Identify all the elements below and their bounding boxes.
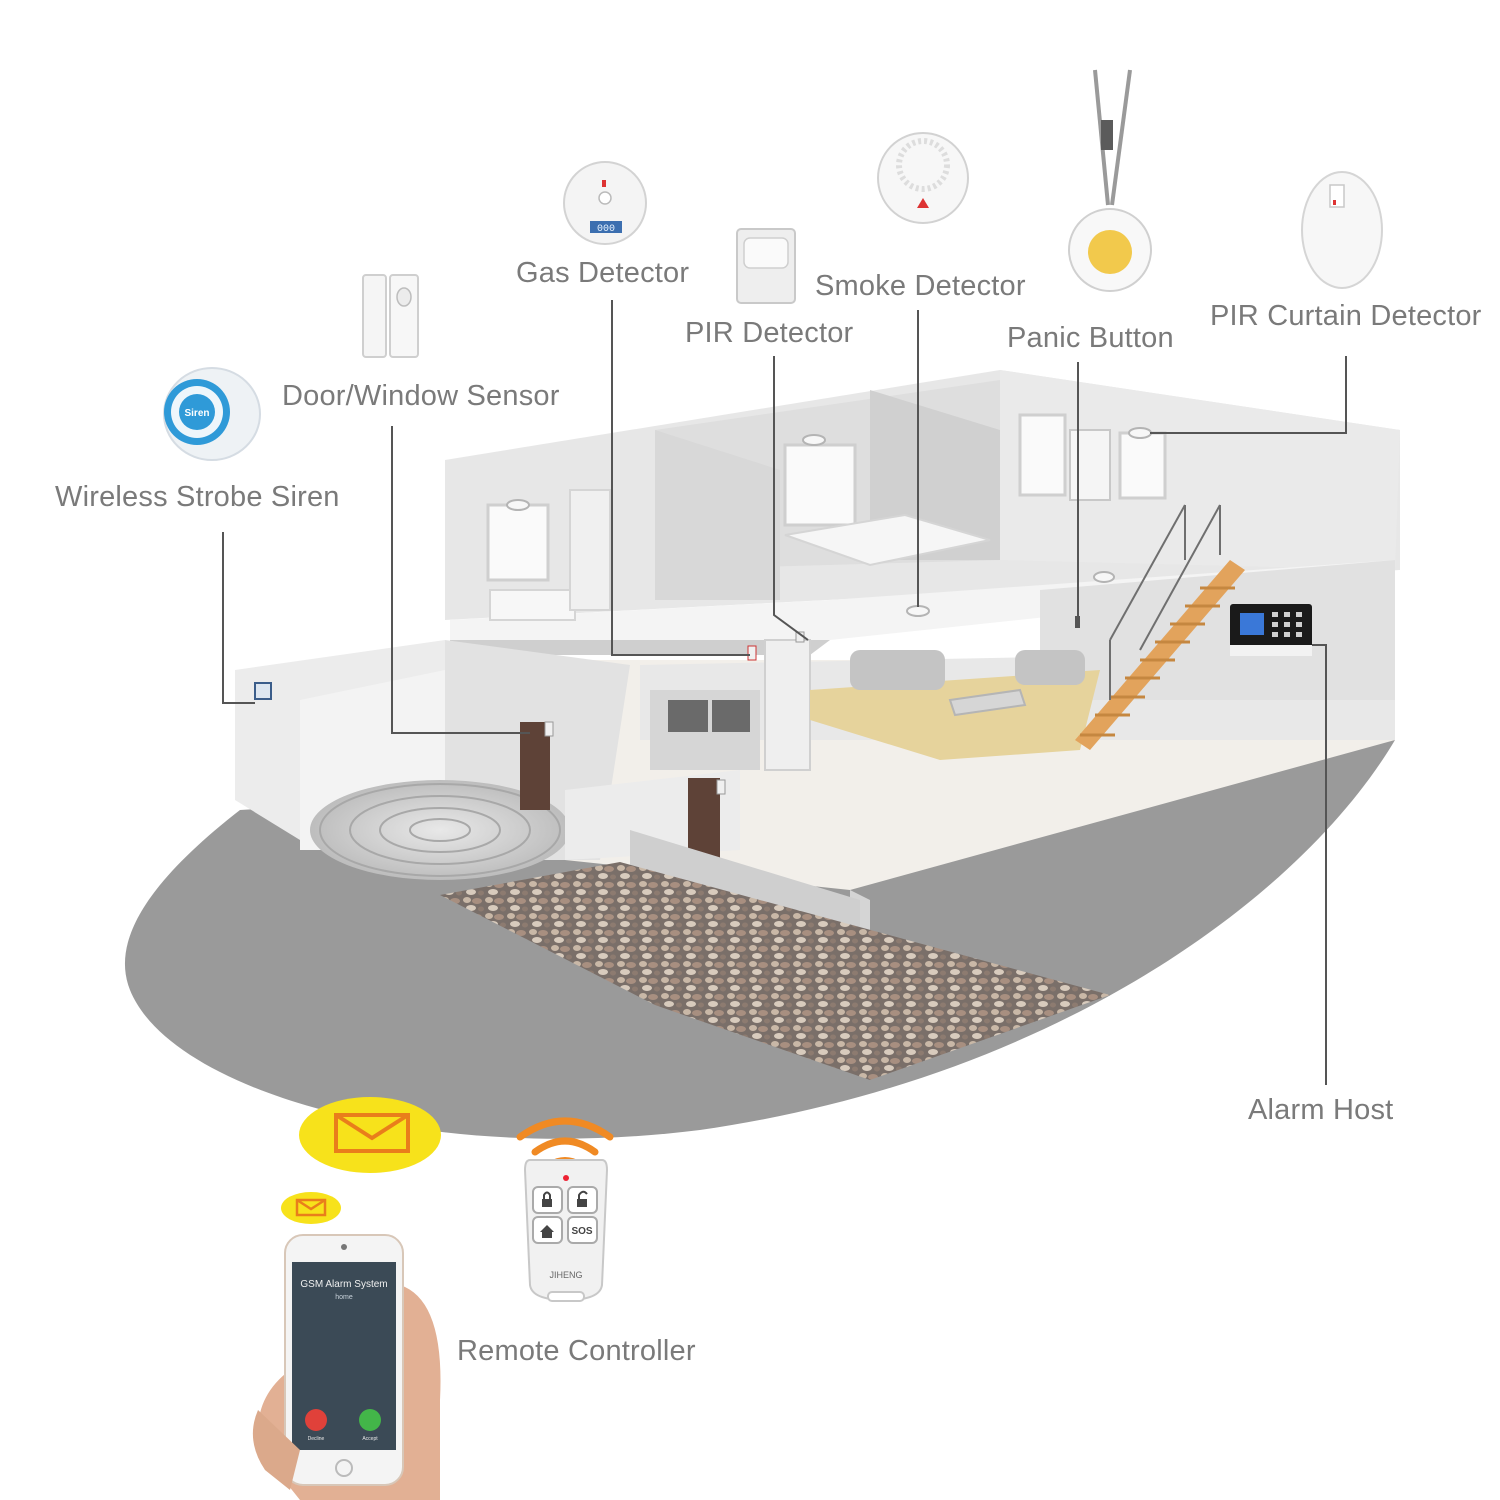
label-pir-curtain-detector: PIR Curtain Detector: [1210, 300, 1482, 332]
gas-detector-device: 000: [563, 161, 647, 245]
alarm-host-device: [1230, 604, 1312, 656]
label-remote-controller: Remote Controller: [457, 1335, 696, 1367]
label-gas-detector: Gas Detector: [516, 257, 690, 289]
label-alarm-host: Alarm Host: [1248, 1094, 1394, 1126]
gas-display: 000: [597, 224, 615, 235]
pir-curtain-device: [1301, 171, 1383, 289]
notification-bubbles: [281, 1097, 441, 1224]
label-wireless-strobe-siren: Wireless Strobe Siren: [55, 481, 340, 513]
smoke-detector-device: [877, 132, 969, 224]
label-pir-detector: PIR Detector: [685, 317, 854, 349]
remote-brand-text: JIHENG: [549, 1270, 582, 1280]
remote-sos-text: SOS: [571, 1226, 592, 1237]
phone-decline: Decline: [308, 1436, 325, 1442]
door-sensor-device: [362, 274, 419, 358]
leader-lines: [222, 300, 1347, 1085]
phone-accept: Accept: [362, 1436, 378, 1442]
siren-device: Siren: [163, 367, 261, 461]
panic-button-device: [1068, 69, 1152, 292]
phone-app-title: GSM Alarm System: [300, 1279, 387, 1290]
gravel-path: [440, 862, 1110, 1080]
pir-detector-device: [736, 228, 796, 304]
staircase: [1075, 504, 1245, 750]
remote-controller-device: SOS JIHENG: [523, 1159, 609, 1302]
label-door-window-sensor: Door/Window Sensor: [282, 380, 560, 412]
label-smoke-detector: Smoke Detector: [815, 270, 1026, 302]
phone-caller: home: [335, 1294, 353, 1301]
siren-text: Siren: [184, 408, 209, 419]
phone-in-hand: GSM Alarm System home Decline Accept: [252, 1234, 441, 1500]
label-panic-button: Panic Button: [1007, 322, 1174, 354]
